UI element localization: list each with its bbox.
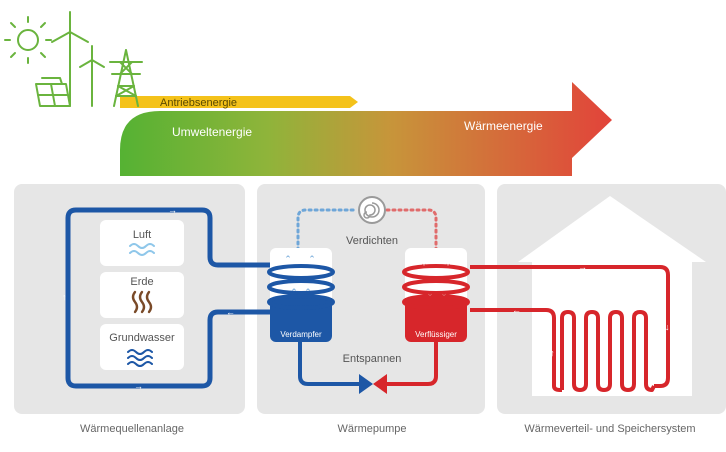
source-card-groundwater: Grundwasser [100,324,184,370]
drive-energy-label: Antriebsenergie [160,97,237,109]
evaporator: ⌃ ⌃ ⌃ ⌃ Verdampfer [267,248,335,342]
evaporator-label: Verdampfer [280,330,322,339]
heat-pump-panel [257,184,485,414]
svg-text:←: ← [512,305,521,315]
condenser-liquid-arrows: ⌄ ⌄ ⌄ ⌄ [420,258,452,298]
heat-energy-arrow [120,82,612,176]
expansion-valve-icon [359,374,387,394]
compressor-icon [358,196,386,224]
wind-turbine-icon [51,11,105,107]
energy-flow-arrow: Antriebsenergie Umweltenergie Wärmeenerg… [120,82,612,176]
distribution-loop [470,265,670,392]
svg-text:→: → [168,205,177,215]
source-loop [65,207,275,389]
vapor-lines [296,208,438,252]
evaporator-vapor-arrows: ⌃ ⌃ ⌃ ⌃ [284,254,316,297]
svg-text:⌃: ⌃ [308,254,316,264]
power-pylon-icon [109,49,143,107]
source-card-air: Luft [100,220,184,266]
svg-text:⌄: ⌄ [420,258,428,268]
solar-panel-icon [35,77,71,107]
source-air-label: Luft [133,229,151,241]
svg-text:↑: ↑ [62,292,67,302]
sun-icon [4,16,52,64]
compressor-label: Verdichten [346,235,398,247]
drive-energy-band [120,96,358,108]
house-icon [518,196,706,396]
source-earth-label: Erde [130,276,153,288]
earth-heat-icon [131,290,153,314]
renewable-energy-icons [4,11,143,107]
svg-text:←: ← [226,307,235,317]
hot-liquid-line [386,340,438,386]
svg-text:⌃: ⌃ [284,254,292,264]
svg-text:⌃: ⌃ [290,287,298,297]
condenser-label: Verflüssiger [415,330,457,339]
svg-text:→: → [578,262,587,272]
svg-text:⌃: ⌃ [304,287,312,297]
groundwater-wave-icon [127,349,153,367]
source-groundwater-label: Grundwasser [109,332,175,344]
svg-text:⌄: ⌄ [426,288,434,298]
svg-text:→: → [134,381,143,391]
cold-liquid-line [298,340,360,386]
svg-text:⌄: ⌄ [444,258,452,268]
source-card-earth: Erde [100,272,184,318]
svg-text:↓: ↓ [665,322,670,332]
condenser: ⌄ ⌄ ⌄ ⌄ Verflüssiger [402,248,470,342]
air-wave-icon [129,243,155,256]
heat-energy-label: Wärmeenergie [464,119,543,133]
heat-pump-caption: Wärmepumpe [337,423,406,435]
source-loop-arrows: → ↑ → ← [62,205,235,391]
distribution-caption: Wärmeverteil- und Speichersystem [524,423,695,435]
svg-text:⌄: ⌄ [440,288,448,298]
distribution-loop-arrows: → ↓ ↑ ← [512,262,670,358]
expansion-label: Entspannen [343,353,402,365]
source-plant-caption: Wärmequellenanlage [80,423,184,435]
environment-energy-label: Umweltenergie [172,125,252,139]
svg-text:↑: ↑ [550,348,555,358]
